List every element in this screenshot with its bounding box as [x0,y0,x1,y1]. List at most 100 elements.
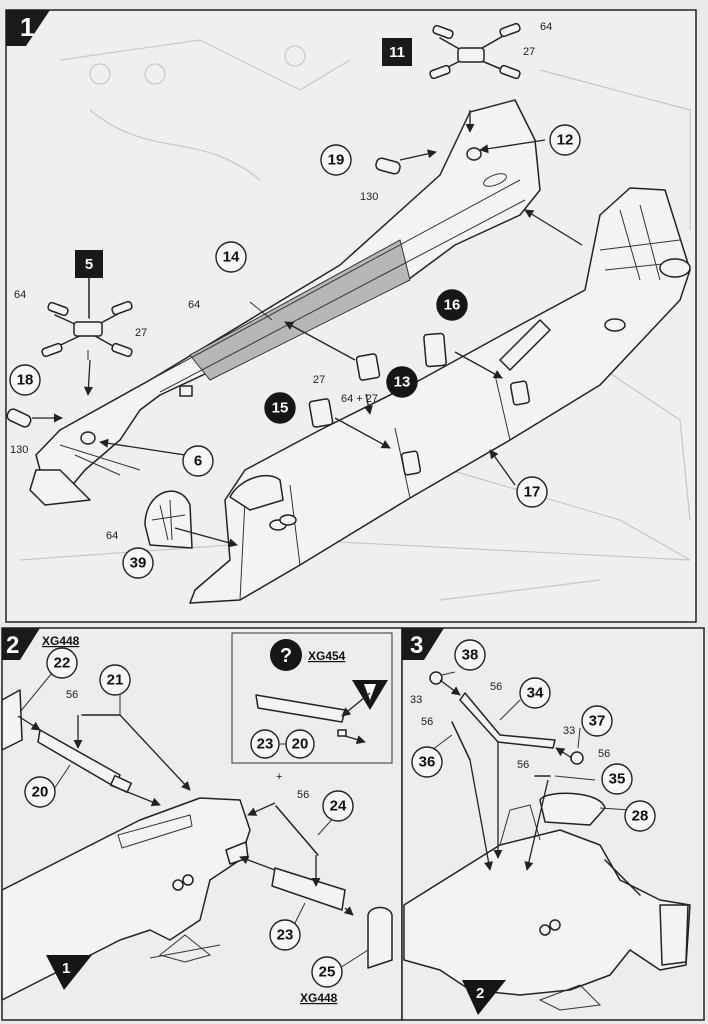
part-37 [570,751,584,765]
option-box: ? XG454 23 20 [231,632,393,764]
part-13-window [355,353,381,381]
rotor-head-5 [41,300,133,358]
glue-label: 56 [598,748,610,760]
part-19-vent [375,157,401,175]
callout-15: 15 [264,392,296,424]
glue-label: 64 [14,289,26,301]
left-fuselage-half [29,99,541,506]
part-38 [429,671,443,685]
step-2-arrows [17,695,369,969]
part-16-window [423,332,447,368]
part-24 [275,805,319,856]
question-icon [270,639,302,671]
svg-text:1: 1 [62,960,70,977]
callout-19: 19 [320,144,352,176]
callout-28: 28 [624,800,656,832]
option-callout-20: 20 [285,729,315,759]
svg-text:24: 24 [330,798,347,815]
glue-label: 56 [517,759,529,771]
part-34 [459,692,556,749]
glue-label: 64 [540,21,552,33]
svg-text:21: 21 [107,672,124,689]
part-12-shaft [466,147,482,161]
glue-label: 130 [360,191,378,203]
right-fuselage-half [189,187,691,604]
step-3-tab: 3 [402,628,444,660]
svg-text:?: ? [280,645,292,667]
svg-text:22: 22 [54,655,71,672]
glue-label: 130 [10,444,28,456]
step-2-tab: 2 [2,628,40,660]
option-callout-23: 23 [250,729,280,759]
svg-text:18: 18 [17,372,34,389]
svg-text:34: 34 [527,685,544,702]
aircraft-reference-bottom: XG448 [300,991,338,1005]
direction-marker-2: 2 [462,980,506,1015]
part-39-bulkhead [144,490,193,549]
callout-13: 13 [386,366,418,398]
option-label: XG454 [308,649,346,663]
glue-label: 64 [106,530,118,542]
glue-label: 56 [297,789,309,801]
glue-label: 56 [66,689,78,701]
callout-34: 34 [519,677,551,709]
glue-label: 27 [313,374,325,386]
callout-17: 17 [516,476,548,508]
sub-assembly-box-11: 11 [382,38,412,66]
svg-text:15: 15 [272,400,289,417]
part-23 [271,867,346,911]
callout-21: 21 [99,664,131,696]
svg-text:16: 16 [444,297,461,314]
svg-text:38: 38 [462,647,479,664]
part-25 [367,906,393,969]
glue-label: 33 [410,694,422,706]
part-18-vent [6,408,32,428]
callout-37: 37 [581,705,613,737]
glue-label: 56 [421,716,433,728]
step-3-number: 3 [410,632,423,659]
step-1-number: 1 [20,12,34,42]
svg-text:23: 23 [277,927,294,944]
callout-35: 35 [601,763,633,795]
direction-marker-1: 1 [46,955,92,990]
callout-24: 24 [322,790,354,822]
option-part-23 [255,694,346,723]
glue-label: 64 [188,299,200,311]
callout-6: 6 [182,445,214,477]
callout-20: 20 [24,776,56,808]
svg-text:13: 13 [394,374,411,391]
step-1-arrows [32,110,583,548]
callout-23: 23 [269,919,301,951]
step-2-fuselage [1,689,251,1001]
svg-text:20: 20 [32,784,49,801]
callout-25: 25 [311,956,343,988]
part-15-window [308,398,334,428]
glue-label: 64 + 27 [341,393,378,405]
svg-text:12: 12 [557,132,574,149]
svg-text:19: 19 [328,152,345,169]
step-3-arrows [431,671,631,871]
plus-sign: + [276,771,282,783]
callout-38: 38 [454,639,486,671]
svg-text:39: 39 [130,555,147,572]
glue-label: 27 [135,327,147,339]
svg-text:37: 37 [589,713,606,730]
sub-assembly-box-5: 5 [75,250,103,319]
part-6-shaft [80,431,96,445]
callout-14: 14 [215,241,247,273]
svg-text:28: 28 [632,808,649,825]
svg-text:36: 36 [419,754,436,771]
svg-text:25: 25 [319,964,336,981]
svg-text:20: 20 [292,736,309,753]
glue-label: 33 [563,725,575,737]
aircraft-reference: XG448 [42,634,80,648]
callout-16: 16 [436,289,468,321]
glue-label: 56 [490,681,502,693]
glue-label: 27 [523,46,535,58]
callout-22: 22 [46,647,78,679]
svg-text:17: 17 [524,484,541,501]
svg-text:6: 6 [194,453,202,470]
svg-text:11: 11 [389,44,405,61]
svg-text:23: 23 [257,736,274,753]
part-36 [451,721,471,761]
